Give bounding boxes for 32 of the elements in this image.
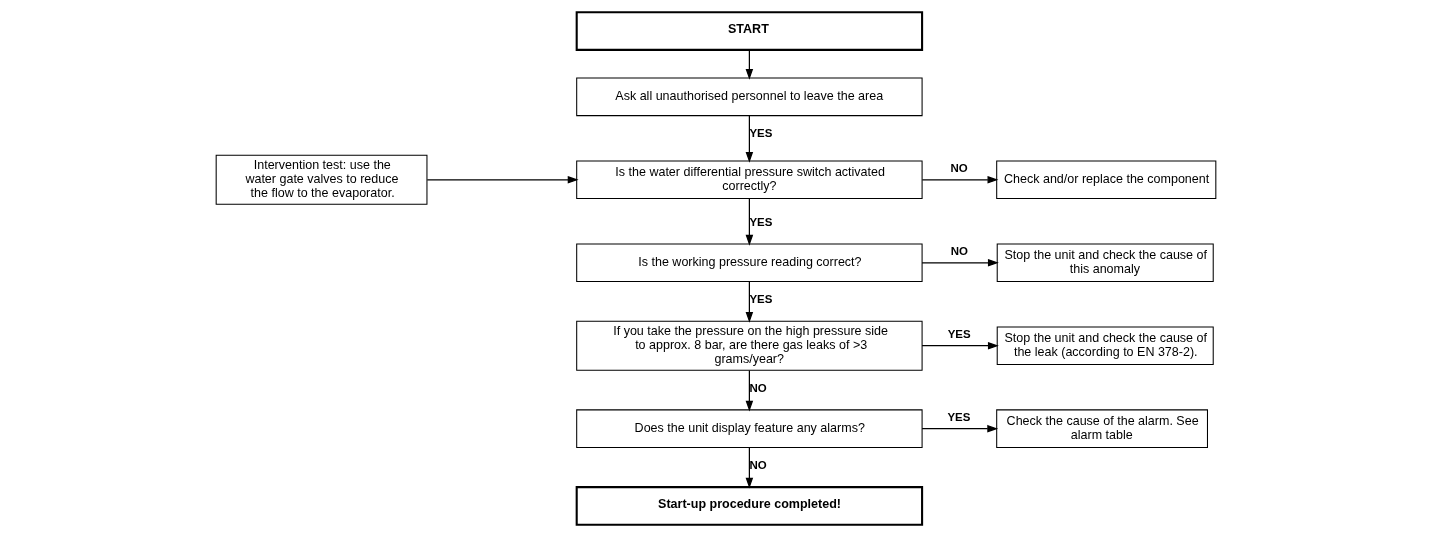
arrow bbox=[745, 281, 754, 323]
edge-label: NO bbox=[950, 245, 968, 258]
edge-label: YES bbox=[749, 216, 773, 229]
node-box: Is the working pressure reading correct? bbox=[576, 243, 923, 283]
node-box: Start-up procedure completed! bbox=[575, 486, 924, 526]
arrow bbox=[745, 115, 754, 163]
edge-label: YES bbox=[947, 411, 971, 424]
arrow bbox=[921, 258, 999, 267]
node-box: Is the water differential pressure switch activated correctly? bbox=[576, 160, 923, 200]
node-box: Does the unit display feature any alarms? bbox=[576, 409, 923, 448]
arrow bbox=[921, 176, 999, 184]
node-box: Stop the unit and check the cause of this anomaly bbox=[996, 243, 1214, 283]
node-box: Ask all unauthorised personnel to leave the area bbox=[576, 77, 923, 117]
arrow bbox=[745, 369, 754, 412]
arrow bbox=[426, 176, 579, 184]
node-box: Check the cause of the alarm. See alarm table bbox=[996, 409, 1208, 448]
edge-label: YES bbox=[749, 127, 773, 140]
arrow bbox=[745, 198, 754, 246]
node-box: If you take the pressure on the high pressure side to approx. 8 bar, are there gas leaks of >3 grams/year? bbox=[576, 320, 923, 371]
node-box: Stop the unit and check the cause of the leak (according to EN 378-2). bbox=[996, 326, 1214, 365]
arrow bbox=[745, 446, 754, 489]
node-box: START bbox=[575, 11, 924, 51]
edge-label: YES bbox=[947, 328, 971, 341]
edge-label: NO bbox=[749, 381, 767, 394]
node-box: Intervention test: use the water gate valves to reduce the flow to the evaporator. bbox=[215, 154, 428, 205]
arrow bbox=[921, 341, 999, 350]
edge-label: NO bbox=[749, 459, 767, 472]
arrow bbox=[745, 49, 754, 80]
node-box: Check and/or replace the component bbox=[996, 160, 1217, 200]
arrow bbox=[921, 424, 999, 433]
edge-label: NO bbox=[950, 162, 968, 175]
edge-label: YES bbox=[749, 293, 773, 306]
